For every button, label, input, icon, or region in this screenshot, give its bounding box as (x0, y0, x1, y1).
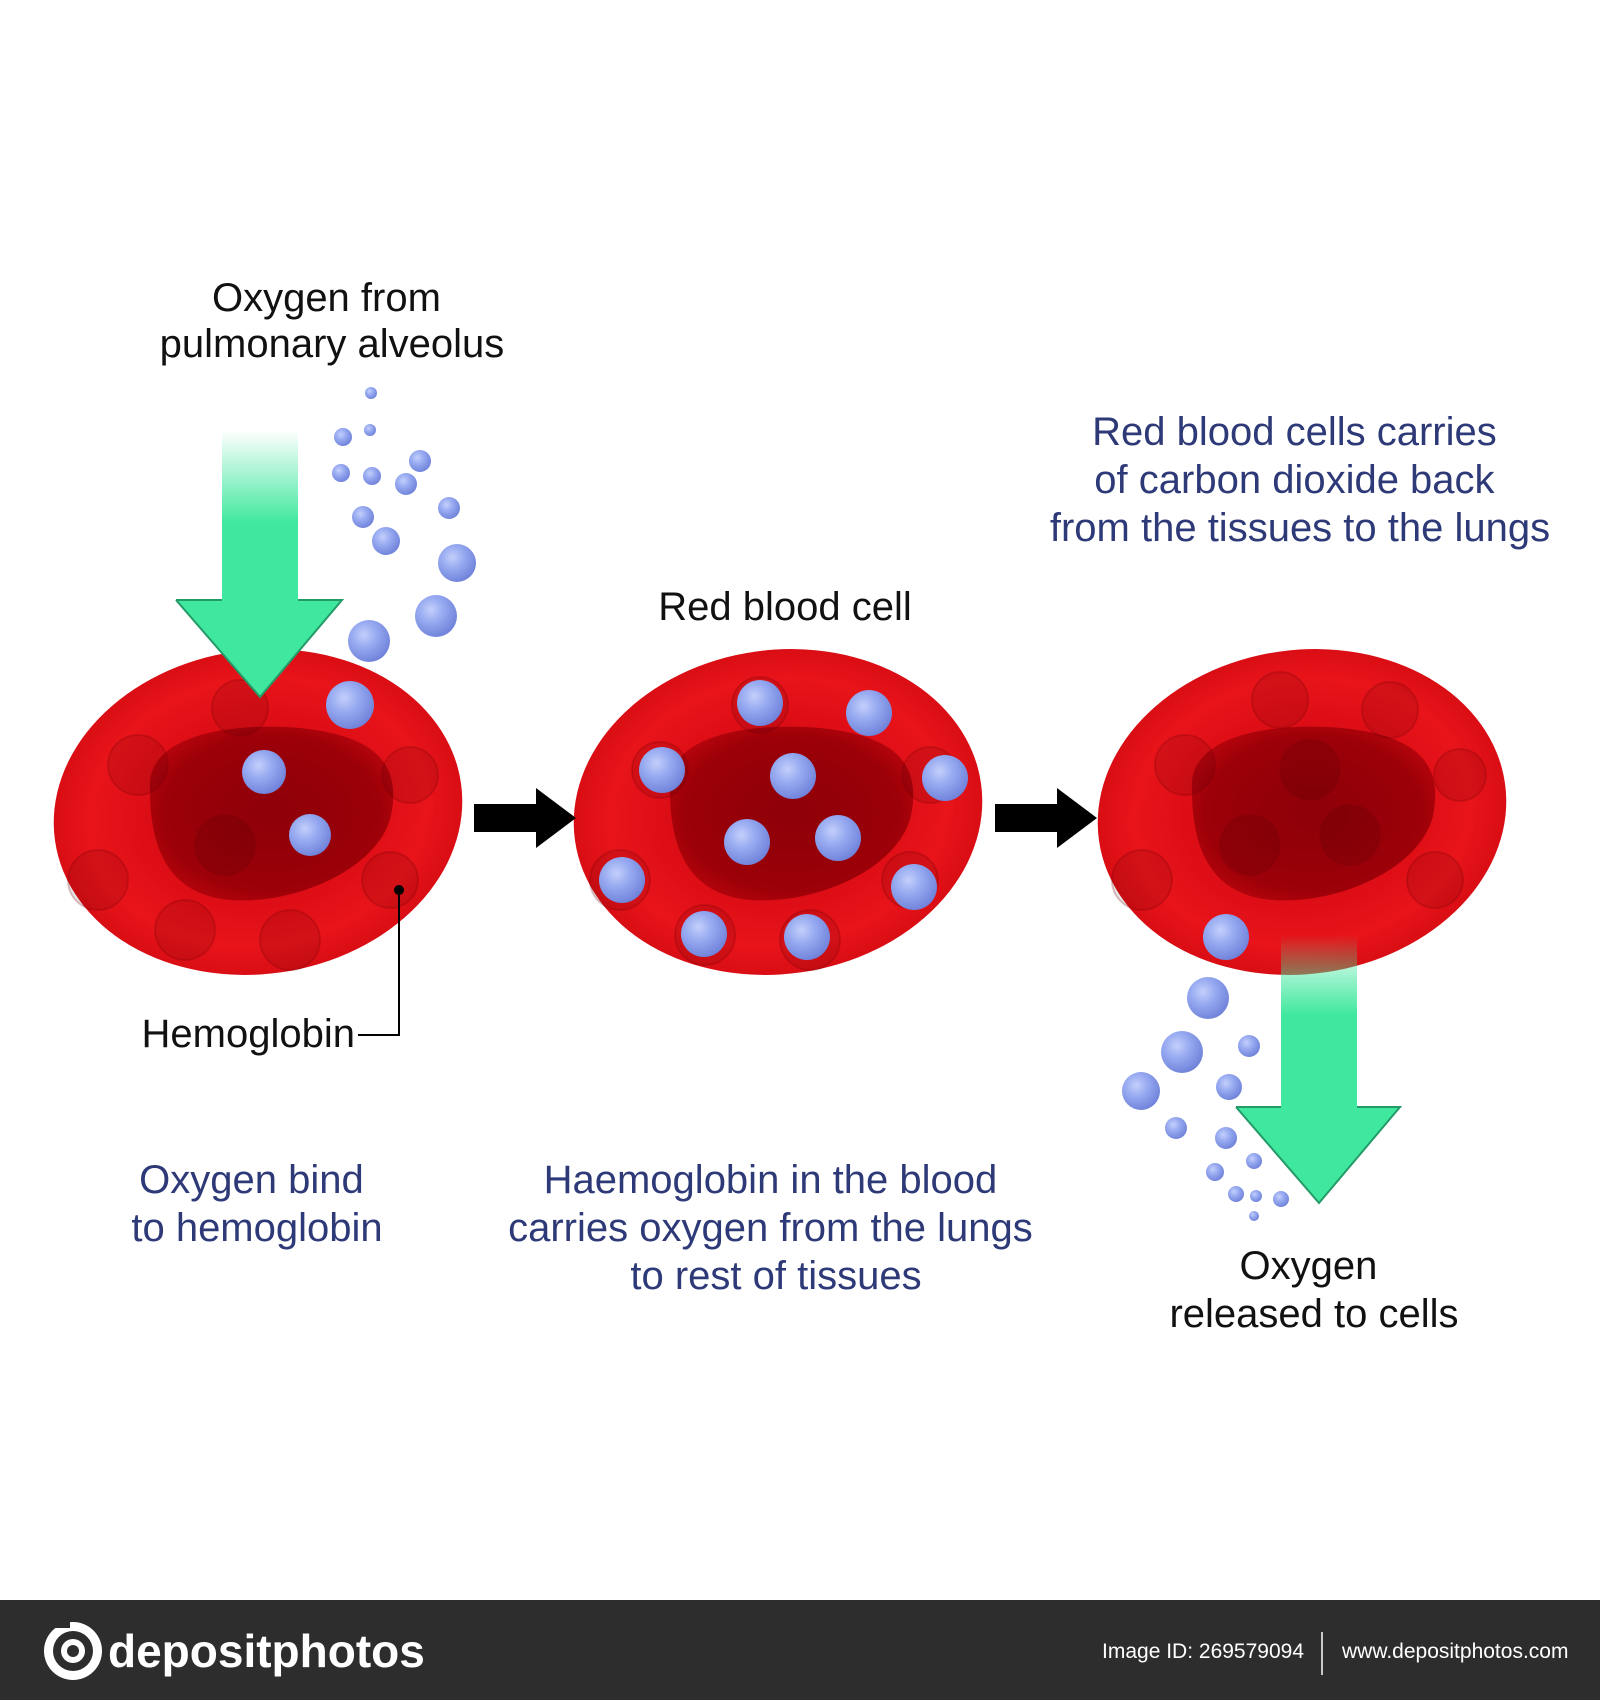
flow-arrow-1 (474, 788, 576, 848)
oxygen-released-label: Oxygen released to cells (1169, 1244, 1458, 1336)
oxygen-bubbles-cell-2 (599, 680, 968, 960)
oxygen-inflow-arrow (176, 430, 342, 697)
red-blood-cell-2 (573, 649, 983, 975)
red-blood-cell-label: Red blood cell (658, 585, 912, 629)
red-blood-cell-1 (53, 649, 463, 975)
footer-logo-text: depositphotos (108, 1625, 425, 1677)
oxygen-bubbles-incoming (332, 387, 476, 662)
oxygen-bubbles-cell-1 (242, 681, 374, 856)
red-blood-cell-3 (1097, 649, 1507, 975)
footer-bar: depositphotos Image ID: 269579094 www.de… (0, 1600, 1600, 1700)
haemoglobin-carries-label: Haemoglobin in the blood carries oxygen … (508, 1158, 1044, 1298)
hemoglobin-label: Hemoglobin (142, 1012, 355, 1056)
carbon-dioxide-label: Red blood cells carries of carbon dioxid… (1050, 410, 1550, 550)
footer-image-id: Image ID: 269579094 (1102, 1640, 1304, 1663)
oxygen-bubbles-released (1122, 914, 1289, 1221)
oxygen-source-label: Oxygen from pulmonary alveolus (160, 276, 505, 366)
footer-url[interactable]: www.depositphotos.com (1341, 1640, 1568, 1663)
oxygen-outflow-arrow (1236, 935, 1400, 1203)
outflow-arrow-outline (1235, 1106, 1403, 1205)
inflow-arrow-outline (175, 599, 345, 699)
flow-arrow-2 (995, 788, 1097, 848)
oxygen-bind-label: Oxygen bind to hemoglobin (131, 1158, 382, 1250)
hemoglobin-leader (358, 885, 404, 1036)
camera-aperture-icon (44, 1620, 102, 1680)
